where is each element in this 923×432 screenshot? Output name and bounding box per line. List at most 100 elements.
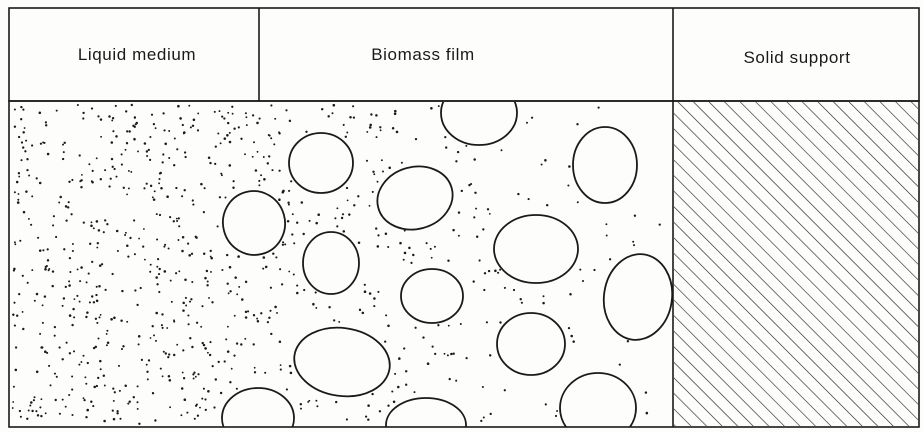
stipple-dot: [96, 157, 98, 159]
stipple-dot: [103, 420, 106, 423]
stipple-dot: [414, 391, 416, 393]
stipple-dot: [240, 138, 242, 140]
stipple-dot: [176, 344, 178, 346]
stipple-dot: [164, 143, 167, 146]
stipple-dot: [303, 289, 305, 291]
stipple-dot: [185, 305, 187, 307]
stipple-dot: [85, 316, 87, 318]
stipple-dot: [190, 126, 192, 128]
stipple-dot: [453, 353, 455, 355]
stipple-dot: [91, 180, 93, 182]
stipple-dot: [394, 373, 396, 375]
stipple-dot: [312, 303, 315, 306]
stipple-dot: [184, 398, 187, 401]
cell: [573, 127, 637, 203]
stipple-dot: [22, 109, 24, 111]
stipple-dot: [289, 120, 291, 122]
stipple-dot: [178, 217, 180, 219]
stipple-dot: [153, 334, 155, 336]
stipple-dot: [334, 217, 336, 219]
stipple-dot: [256, 122, 259, 125]
stipple-dot: [96, 385, 98, 387]
stipple-dot: [274, 306, 277, 309]
cell: [216, 184, 292, 262]
stipple-dot: [568, 165, 571, 168]
stipple-dot: [40, 143, 42, 145]
stipple-dot: [201, 398, 203, 400]
stipple-dot: [520, 298, 522, 300]
stipple-dot: [272, 252, 274, 254]
stipple-dot: [156, 213, 158, 215]
stipple-dot: [229, 290, 231, 292]
stipple-dot: [179, 117, 182, 120]
stipple-dot: [431, 257, 433, 259]
stipple-dot: [182, 302, 185, 305]
stipple-dot: [72, 243, 74, 245]
stipple-dot: [77, 104, 79, 106]
stipple-dot: [69, 352, 71, 354]
stipple-dot: [121, 290, 123, 292]
stipple-dot: [137, 385, 139, 387]
stipple-dot: [163, 246, 165, 248]
stipple-dot: [212, 365, 214, 367]
stipple-dot: [73, 350, 75, 352]
stipple-dot: [257, 320, 260, 323]
stipple-dot: [473, 280, 475, 282]
stipple-dot: [82, 112, 84, 114]
stipple-dot: [21, 141, 23, 143]
stipple-dot: [182, 372, 184, 374]
stipple-dot: [394, 110, 397, 113]
stipple-dot: [196, 322, 198, 324]
stipple-dot: [156, 283, 158, 285]
stipple-dot: [93, 227, 95, 229]
stipple-dot: [422, 336, 424, 338]
stipple-dot: [188, 323, 190, 325]
stipple-dot: [372, 191, 374, 193]
stipple-dot: [190, 298, 192, 300]
stipple-dot: [68, 201, 70, 203]
stipple-dot: [142, 245, 144, 247]
cell: [560, 373, 636, 432]
stipple-dot: [114, 168, 116, 170]
stipple-dot: [487, 208, 489, 210]
stipple-dot: [377, 245, 380, 248]
stipple-dot: [37, 414, 39, 416]
stipple-dot: [213, 406, 215, 408]
stipple-dot: [203, 211, 205, 213]
stipple-dot: [42, 249, 44, 251]
stipple-dot: [137, 150, 139, 152]
stipple-dot: [144, 142, 147, 145]
stipple-dot: [488, 270, 490, 272]
stipple-dot: [252, 114, 254, 116]
stipple-dot: [184, 156, 186, 158]
stipple-dot: [377, 291, 379, 293]
stipple-dot: [191, 253, 193, 255]
stipple-dot: [54, 335, 56, 337]
stipple-dot: [645, 391, 647, 393]
stipple-dot: [452, 229, 455, 232]
stipple-dot: [227, 350, 230, 353]
stipple-dot: [88, 163, 90, 165]
stipple-dot: [111, 141, 114, 144]
stipple-dot: [476, 235, 478, 237]
stipple-dot: [209, 354, 211, 356]
stipple-dot: [39, 406, 41, 408]
stipple-dot: [134, 253, 136, 255]
stipple-dot: [22, 328, 24, 330]
stipple-dot: [181, 387, 184, 390]
stipple-dot: [99, 360, 102, 363]
stipple-dot: [173, 354, 175, 356]
stipple-dot: [82, 355, 84, 357]
stipple-dot: [45, 124, 47, 126]
stipple-dot: [170, 280, 172, 282]
stipple-dot: [183, 131, 186, 134]
stipple-dot: [162, 161, 164, 163]
stipple-dot: [39, 249, 42, 252]
stipple-dot: [307, 401, 309, 403]
stipple-dot: [278, 132, 280, 134]
stipple-dot: [217, 225, 219, 227]
stipple-dot: [128, 401, 130, 403]
stipple-dot: [52, 270, 54, 272]
stipple-dot: [16, 315, 18, 317]
